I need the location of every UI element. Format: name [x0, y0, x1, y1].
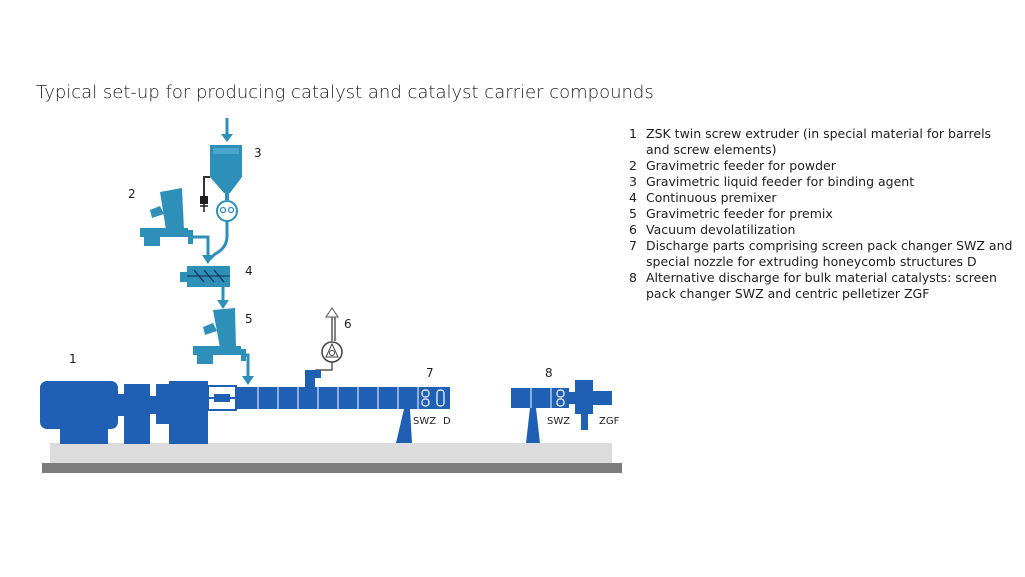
- callout-2: 2: [128, 187, 136, 201]
- extruder-barrel: [236, 387, 450, 443]
- legend-text: Vacuum devolatilization: [646, 222, 796, 237]
- legend: 1 ZSK twin screw extruder (in special mat…: [629, 126, 1014, 302]
- legend-number: 2: [629, 158, 637, 173]
- label-d-7: D: [443, 416, 451, 427]
- premix-arrow-icon: [217, 300, 229, 309]
- legend-item: 7 Discharge parts comprising screen pack …: [629, 238, 1014, 270]
- legend-text: Alternative discharge for bulk material …: [646, 270, 997, 301]
- base-floor: [42, 463, 622, 473]
- continuous-premixer: [180, 266, 230, 309]
- liquid-pump-icon: [216, 200, 238, 222]
- callout-8: 8: [545, 366, 553, 380]
- callout-1: 1: [69, 352, 77, 366]
- base-plate: [50, 443, 612, 463]
- legend-item: 8 Alternative discharge for bulk material…: [629, 270, 1014, 302]
- premix-feed-arrow-icon: [242, 376, 254, 385]
- page-title: Typical set-up for producing catalyst an…: [36, 82, 654, 103]
- legend-number: 6: [629, 222, 637, 237]
- premix-feeder: [193, 308, 250, 378]
- liquid-inlet-arrow-icon: [221, 134, 233, 142]
- callout-6: 6: [344, 317, 352, 331]
- powder-feeder: [140, 188, 210, 256]
- callout-4: 4: [245, 264, 253, 278]
- legend-item: 1 ZSK twin screw extruder (in special mat…: [629, 126, 1014, 158]
- legend-text: ZSK twin screw extruder (in special mate…: [646, 126, 992, 157]
- callout-3: 3: [254, 146, 262, 160]
- label-zgf-8: ZGF: [599, 416, 620, 427]
- legend-item: 6 Vacuum devolatilization: [629, 222, 1014, 238]
- legend-item: 2 Gravimetric feeder for powder: [629, 158, 1014, 174]
- label-swz-8: SWZ: [547, 416, 570, 427]
- callout-5: 5: [245, 312, 253, 326]
- legend-number: 3: [629, 174, 637, 189]
- legend-text: Continuous premixer: [646, 190, 777, 205]
- nozzle-d: [436, 389, 445, 407]
- legend-number: 4: [629, 190, 637, 205]
- screen-pack-changer-7: [421, 389, 430, 407]
- label-swz-7: SWZ: [413, 416, 436, 427]
- extruder-drive: [40, 381, 237, 444]
- liquid-feeder: [200, 118, 242, 261]
- powder-feed-arrow-icon: [202, 255, 214, 264]
- vacuum-devolatilization: [305, 307, 343, 387]
- legend-text: Gravimetric feeder for powder: [646, 158, 836, 173]
- legend-number: 1: [629, 126, 637, 141]
- legend-text: Gravimetric liquid feeder for binding ag…: [646, 174, 915, 189]
- callout-7: 7: [426, 366, 434, 380]
- legend-number: 8: [629, 270, 637, 285]
- legend-number: 7: [629, 238, 637, 253]
- legend-text: Discharge parts comprising screen pack c…: [646, 238, 1013, 269]
- legend-text: Gravimetric feeder for premix: [646, 206, 833, 221]
- legend-item: 5 Gravimetric feeder for premix: [629, 206, 1014, 222]
- barrel-support-7: [396, 409, 412, 443]
- exhaust-arrow-icon: [325, 307, 339, 318]
- legend-item: 4 Continuous premixer: [629, 190, 1014, 206]
- legend-item: 3 Gravimetric liquid feeder for binding a…: [629, 174, 1014, 190]
- alternative-discharge: [511, 380, 612, 443]
- legend-number: 5: [629, 206, 637, 221]
